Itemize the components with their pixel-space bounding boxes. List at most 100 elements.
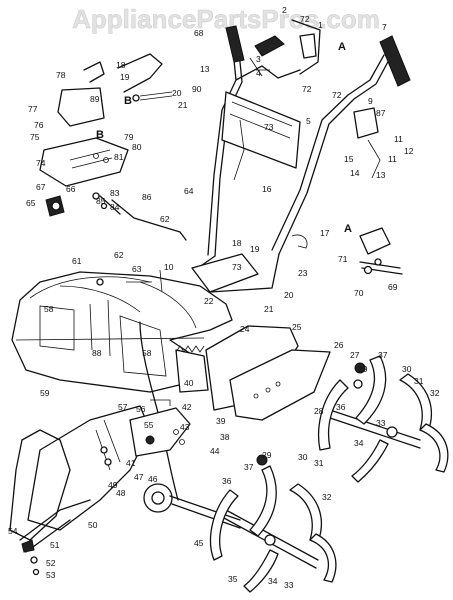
- callout: 36: [336, 402, 346, 412]
- callout: 56: [136, 404, 146, 414]
- callout: 57: [118, 402, 128, 412]
- callout: 74: [36, 158, 46, 168]
- callout: 70: [354, 288, 364, 298]
- callout: 10: [164, 262, 174, 272]
- tine-shield-assembly: [11, 269, 233, 501]
- bottom-tine-assembly: [209, 454, 337, 593]
- callout: 19: [250, 244, 260, 254]
- callout: 89: [90, 94, 100, 104]
- callout: 76: [34, 120, 44, 130]
- callout: 31: [414, 376, 424, 386]
- callout: 88: [92, 348, 102, 358]
- callout: 12: [404, 146, 414, 156]
- callout: 85: [96, 196, 106, 206]
- callout: 84: [110, 202, 120, 212]
- transmission-frame: [9, 399, 241, 576]
- callout: 20: [172, 88, 182, 98]
- callout: 50: [88, 520, 98, 530]
- callout: 64: [184, 186, 194, 196]
- callout: 18: [232, 238, 242, 248]
- callout: 80: [132, 142, 142, 152]
- callout: 29: [262, 450, 272, 460]
- callout: 73: [264, 122, 274, 132]
- side-shield: [205, 325, 331, 421]
- callout: 30: [402, 364, 412, 374]
- callout: 11: [388, 154, 397, 164]
- callout: 27: [350, 350, 360, 360]
- section-letter-b-detail: B: [96, 129, 104, 141]
- callout: 55: [144, 420, 154, 430]
- section-letter-b: B: [124, 95, 132, 107]
- callout: 43: [180, 422, 190, 432]
- callout: 28: [314, 406, 324, 416]
- callout: 79: [124, 132, 134, 142]
- callout: 46: [148, 474, 158, 484]
- callout: 66: [66, 184, 76, 194]
- callout: 15: [344, 154, 354, 164]
- callout: 21: [264, 304, 274, 314]
- callout: 37: [244, 462, 254, 472]
- section-letter-a: A: [338, 41, 346, 53]
- detail-a-assembly: [291, 227, 403, 275]
- callout: 81: [114, 152, 124, 162]
- callout: 25: [292, 322, 302, 332]
- callout: 83: [110, 188, 120, 198]
- callout: 32: [322, 492, 332, 502]
- callout: 53: [46, 570, 56, 580]
- callout: 75: [30, 132, 40, 142]
- bracket-b-assembly: [39, 53, 187, 241]
- callout: 45: [194, 538, 204, 548]
- callout: 26: [334, 340, 344, 350]
- callout: 31: [314, 458, 324, 468]
- callout: 17: [320, 228, 330, 238]
- section-letter-a-detail: A: [344, 223, 352, 235]
- callout: 40: [184, 378, 194, 388]
- callout: 41: [126, 458, 136, 468]
- callout: 63: [132, 264, 142, 274]
- callout: 5: [306, 116, 311, 126]
- callout: 13: [200, 64, 210, 74]
- callout: 62: [114, 250, 124, 260]
- callout: 39: [216, 416, 226, 426]
- callout: 37: [378, 350, 388, 360]
- right-tine-assembly: [317, 355, 449, 483]
- callout: 52: [46, 558, 56, 568]
- watermark: AppliancePartsPros.com: [72, 4, 380, 34]
- callout: 51: [50, 540, 60, 550]
- callout: 33: [376, 418, 386, 428]
- callout: 29: [358, 364, 368, 374]
- callout: 67: [36, 182, 46, 192]
- callout: 47: [134, 472, 144, 482]
- callout-numbers: 2 72 1 7 68 3 4 13 72 72 90 73 5 9 87 11…: [8, 5, 440, 590]
- callout: 61: [72, 256, 82, 266]
- callout: 62: [160, 214, 170, 224]
- callout: 72: [302, 84, 312, 94]
- callout: 19: [120, 72, 130, 82]
- handle-assembly: [191, 19, 411, 293]
- callout: 72: [332, 90, 342, 100]
- callout: 14: [350, 168, 360, 178]
- callout: 3: [256, 54, 261, 64]
- callout: 54: [8, 526, 18, 536]
- callout: 33: [284, 580, 294, 590]
- callout: 11: [394, 134, 403, 144]
- callout: 20: [284, 290, 294, 300]
- callout: 1: [318, 20, 323, 30]
- callout: 34: [354, 438, 364, 448]
- callout: 9: [368, 96, 373, 106]
- callout: 68: [194, 28, 204, 38]
- callout: 86: [142, 192, 152, 202]
- callout: 2: [282, 5, 287, 15]
- callout: 32: [430, 388, 440, 398]
- callout: 38: [220, 432, 230, 442]
- callout: 18: [116, 60, 126, 70]
- callout: 77: [28, 104, 38, 114]
- callout: 7: [382, 22, 387, 32]
- callout: 71: [338, 254, 348, 264]
- callout: 58: [44, 304, 54, 314]
- callout: 87: [376, 108, 386, 118]
- callout: 23: [298, 268, 308, 278]
- callout: 90: [192, 84, 202, 94]
- callout: 35: [228, 574, 238, 584]
